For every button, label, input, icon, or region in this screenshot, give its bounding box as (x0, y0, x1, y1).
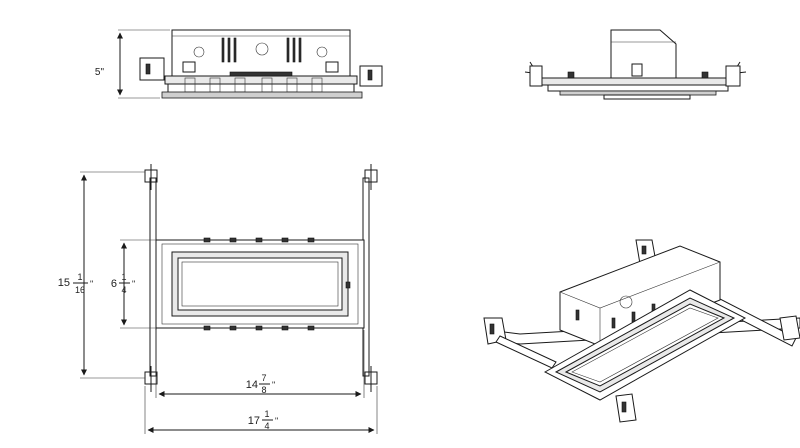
bar-width-whole: 17 (248, 415, 260, 427)
height-whole: 5 (95, 67, 101, 78)
overall-length-denominator: 16 (75, 285, 85, 295)
plan-view (80, 164, 378, 434)
isometric-view (483, 239, 800, 423)
aperture-width-denominator: 8 (261, 385, 266, 395)
aperture-width-whole: 14 (246, 379, 258, 391)
aperture-length-unit: " (132, 279, 135, 289)
height-unit: " (100, 67, 104, 78)
aperture-length-numerator: 1 (121, 272, 126, 282)
bar-width-numerator: 1 (264, 409, 269, 419)
aperture-width-dimension: 14 7 8 " (246, 373, 275, 395)
aperture-length-whole: 6 (111, 278, 117, 290)
height-dimension: 5" (95, 67, 105, 78)
overall-length-whole: 15 (58, 277, 70, 289)
side-view (117, 29, 383, 99)
overall-length-numerator: 1 (77, 272, 82, 282)
overall-length-dimension: 15 1 16 " (58, 272, 93, 295)
vent-slots-left (221, 37, 237, 63)
end-view (524, 29, 747, 100)
aperture-length-dimension: 6 1 4 " (111, 272, 135, 295)
bar-width-unit: " (275, 416, 278, 426)
bar-width-denominator: 4 (264, 421, 269, 431)
overall-length-unit: " (90, 279, 93, 289)
aperture-width-numerator: 7 (261, 373, 266, 383)
aperture-length-denominator: 4 (121, 285, 126, 295)
aperture-width-unit: " (272, 380, 275, 390)
bar-width-dimension: 17 1 4 " (248, 409, 278, 431)
vent-slots-right (286, 37, 302, 63)
